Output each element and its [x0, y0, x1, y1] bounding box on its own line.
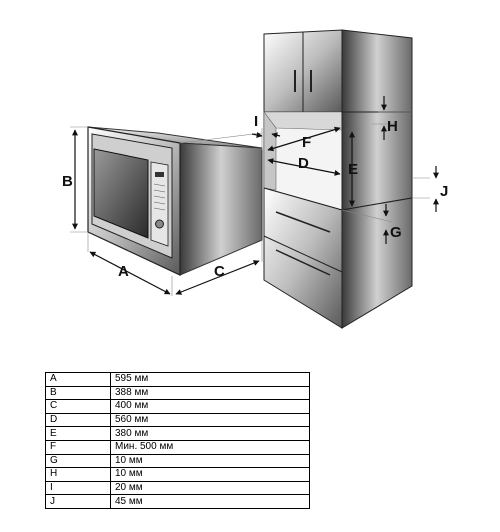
dimension-key: D: [45, 412, 111, 428]
arrow-a: [89, 251, 171, 295]
label-i: I: [254, 113, 258, 130]
label-c: C: [214, 263, 225, 280]
label-a: A: [118, 263, 129, 280]
arrow-i-1: [251, 131, 263, 138]
dimension-value: 20 мм: [110, 480, 310, 496]
dimension-value: 10 мм: [110, 467, 310, 482]
dimension-key: A: [45, 372, 111, 387]
dimension-key: E: [45, 426, 111, 441]
dimension-value: 380 мм: [110, 426, 310, 441]
dimension-value: Мин. 500 мм: [110, 439, 310, 455]
label-g: G: [390, 224, 402, 241]
arrow-c: [175, 260, 260, 295]
installation-diagram: B A C I F D E H J G: [62, 29, 448, 329]
dimension-key: H: [45, 467, 111, 482]
dimension-value: 10 мм: [110, 453, 310, 469]
label-j: J: [440, 183, 448, 200]
dimension-key: I: [45, 480, 111, 496]
dimension-key: J: [45, 494, 111, 509]
dimension-value: 595 мм: [110, 372, 310, 387]
label-h: H: [387, 118, 398, 135]
dimension-value: 388 мм: [110, 385, 310, 401]
label-d: D: [298, 155, 309, 172]
label-e: E: [348, 161, 358, 178]
dimension-value: 400 мм: [110, 399, 310, 414]
arrow-i-2: [271, 132, 281, 139]
dimension-key: B: [45, 385, 111, 401]
label-f: F: [302, 134, 311, 151]
cabinet-illustration: [261, 29, 430, 329]
dimension-value: 560 мм: [110, 412, 310, 428]
arrow-d: [267, 158, 341, 176]
dimension-key: F: [45, 439, 111, 455]
dimension-key: G: [45, 453, 111, 469]
oven-illustration: [70, 126, 263, 296]
label-b: B: [62, 173, 73, 190]
dimension-arrows: [72, 96, 439, 295]
arrow-f: [267, 126, 341, 152]
dimension-key: C: [45, 399, 111, 414]
dimension-value: 45 мм: [110, 494, 310, 509]
